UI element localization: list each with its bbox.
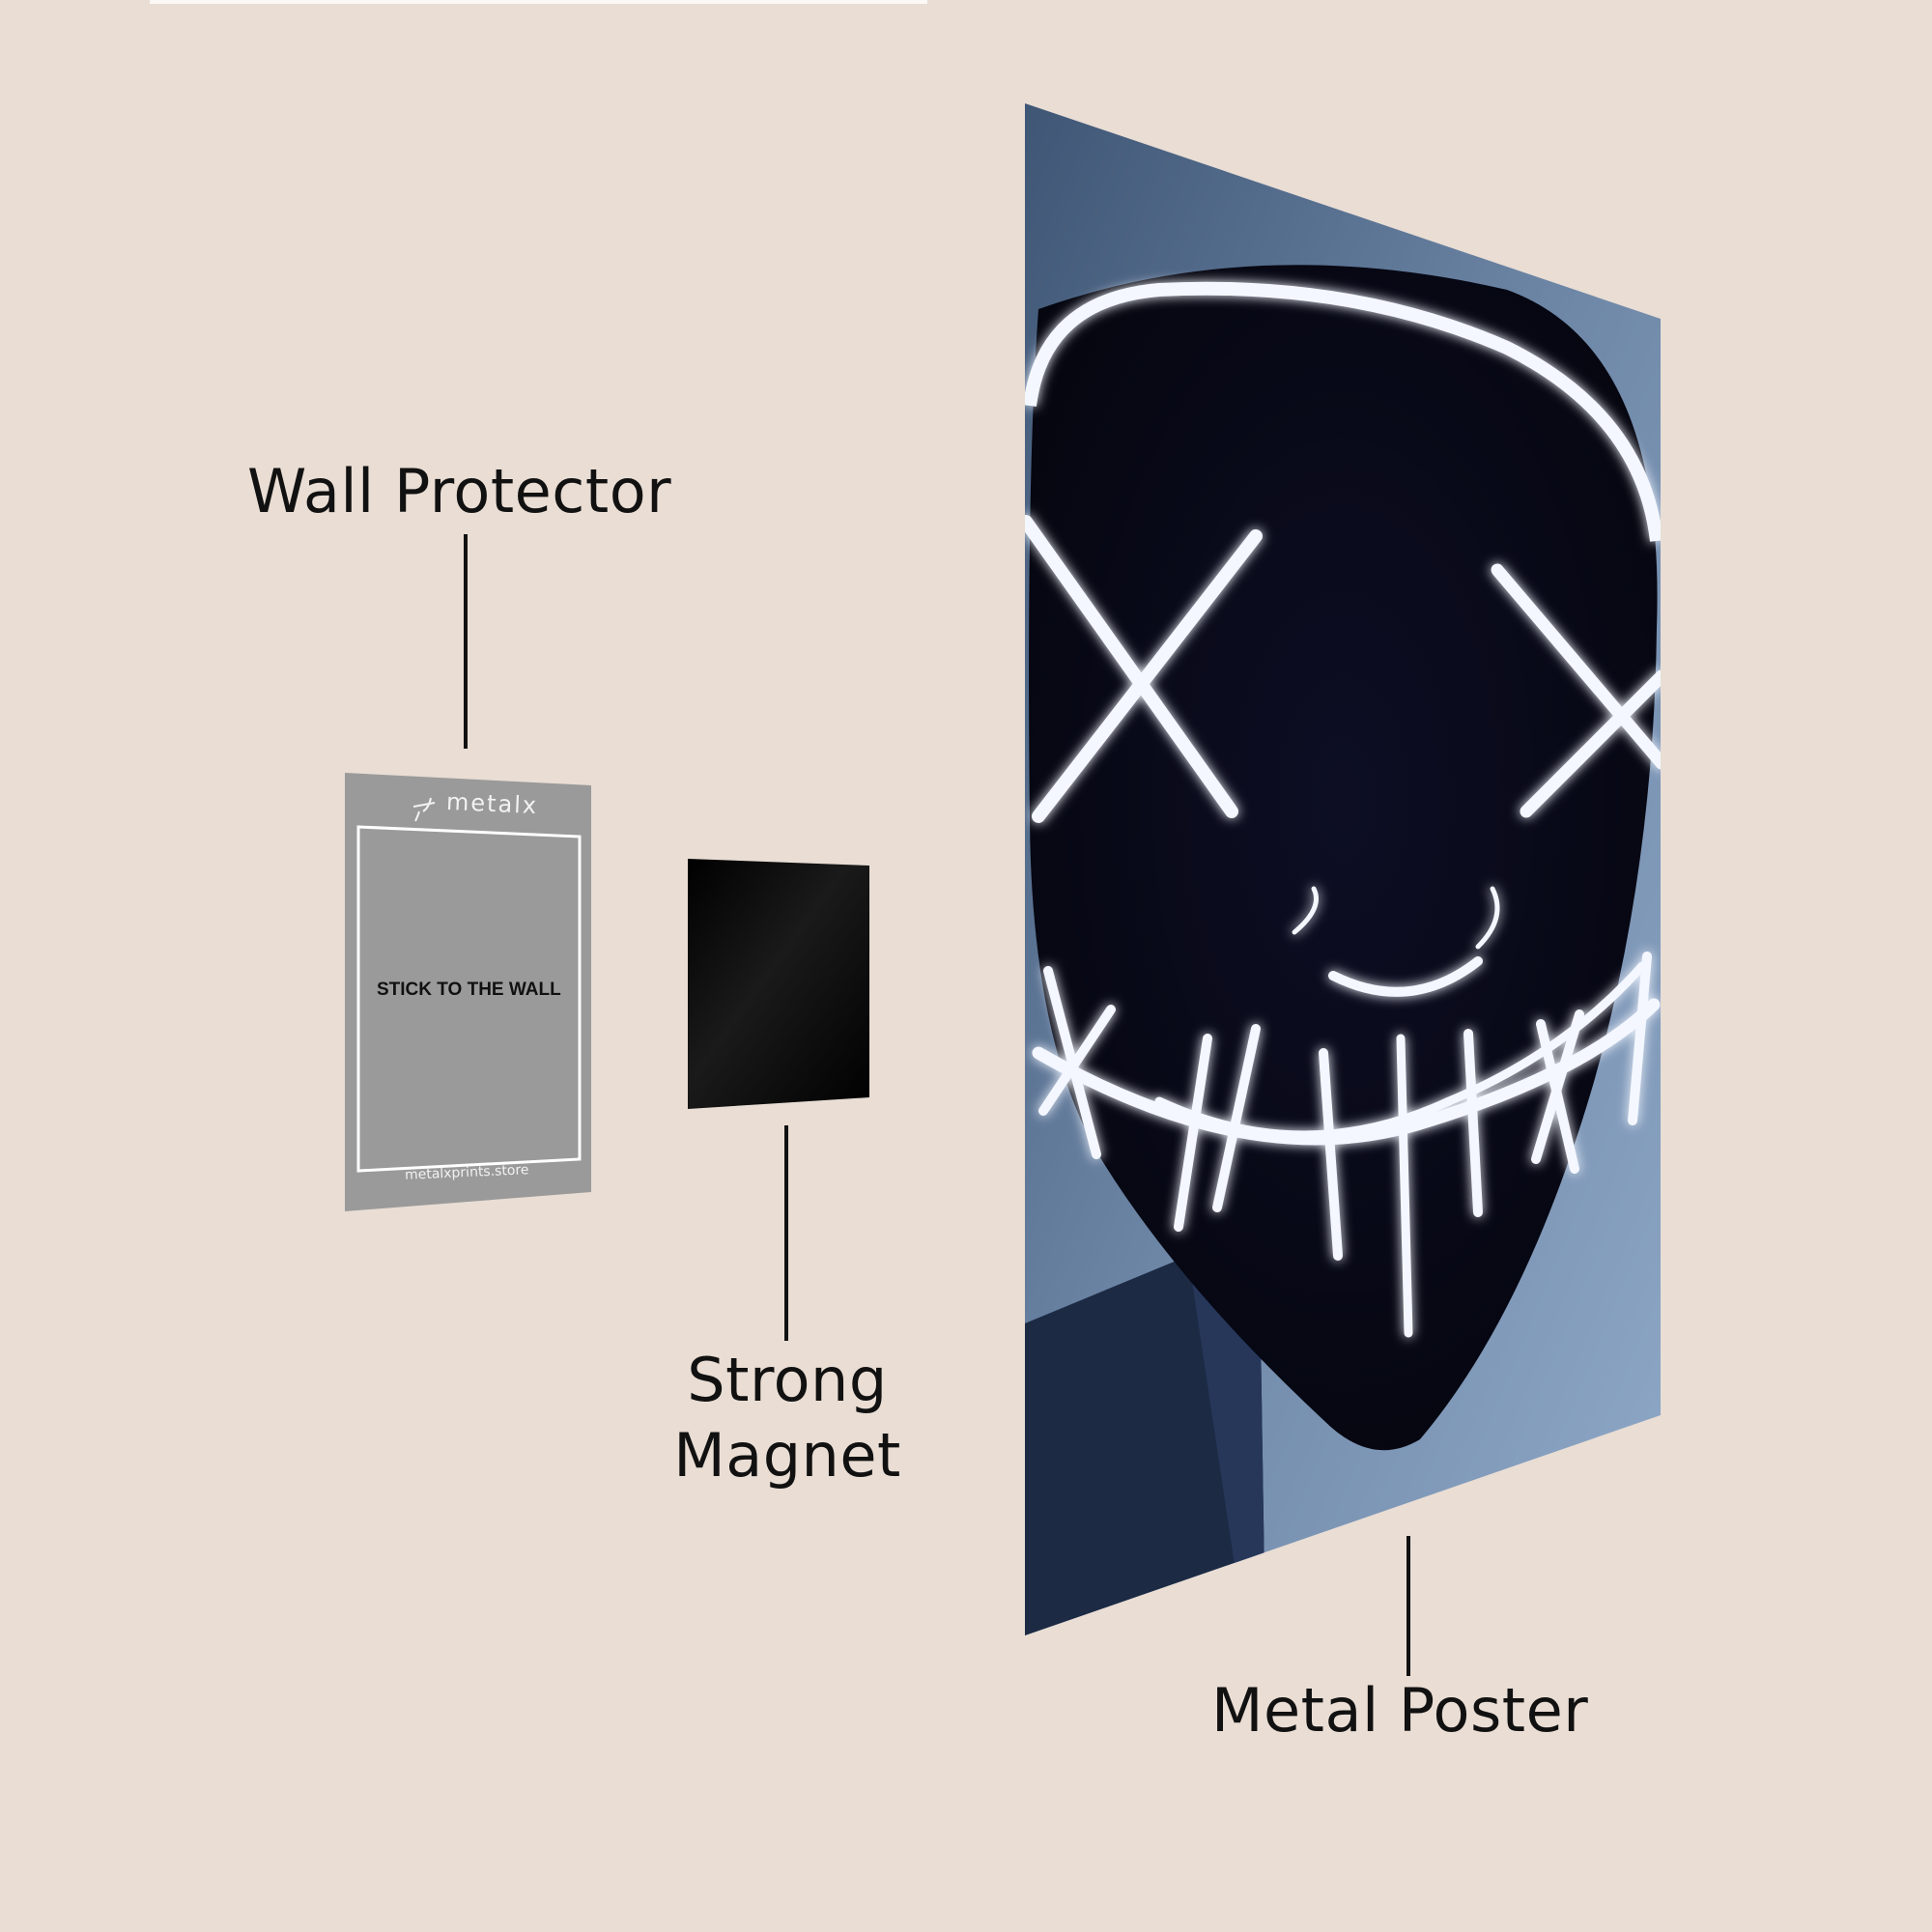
strong-magnet-plate (688, 859, 869, 1109)
wall-protector-card (345, 773, 591, 1211)
wall-protector-label: Wall Protector (247, 456, 672, 526)
metal-poster-leader-line (1406, 1536, 1410, 1676)
strong-magnet-label: Strong Magnet (673, 1345, 901, 1491)
protector-brand-text: metalx (445, 787, 539, 820)
top-edge-strip (150, 0, 927, 4)
neon-lines (1025, 515, 1661, 1338)
wall-protector-leader-line (464, 534, 468, 749)
strong-magnet-leader-line (784, 1125, 788, 1341)
protector-center-text: STICK TO THE WALL (377, 980, 561, 1000)
metalx-logo-icon (412, 797, 436, 822)
metal-poster-label: Metal Poster (1211, 1675, 1589, 1746)
metal-poster (1025, 103, 1661, 1635)
